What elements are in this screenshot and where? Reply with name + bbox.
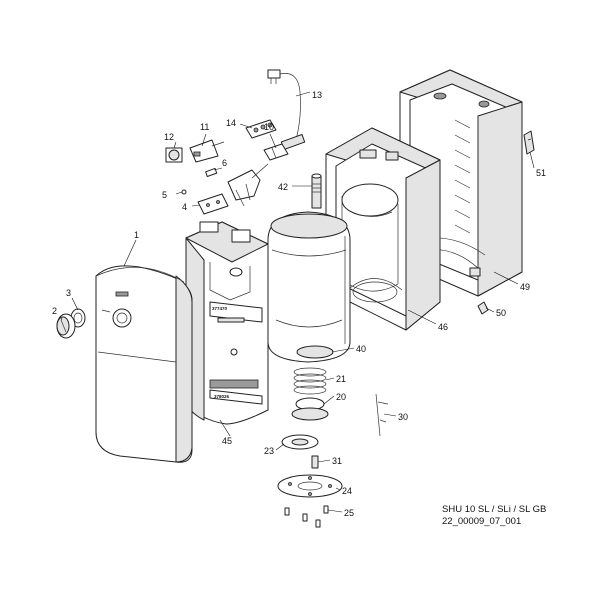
label-2: 2	[52, 306, 57, 316]
chassis-tag-bottom: 378026	[214, 394, 230, 399]
part-12-switch	[165, 147, 183, 163]
label-10: 10	[264, 122, 274, 132]
part-4-wiring-bracket	[197, 193, 229, 215]
label-5: 5	[162, 190, 167, 200]
label-14: 14	[226, 118, 236, 128]
drawing-caption: SHU 10 SL / SLi / SL GB 22_00009_07_001	[442, 504, 546, 527]
label-49: 49	[520, 282, 530, 292]
part-42-pipe-fitting	[311, 173, 322, 209]
caption-drawing-number: 22_00009_07_001	[442, 516, 521, 527]
label-31: 31	[332, 456, 342, 466]
caption-model: SHU 10 SL / SLi / SL GB	[442, 504, 546, 515]
part-30-probe-rod	[375, 393, 389, 437]
label-40: 40	[356, 344, 366, 354]
label-4: 4	[182, 202, 187, 212]
label-24: 24	[342, 486, 352, 496]
part-40-tank	[267, 211, 351, 363]
label-1: 1	[134, 230, 139, 240]
control-harness	[227, 163, 269, 207]
part-46-insulation-shell	[325, 127, 441, 331]
part-23-gasket	[281, 434, 319, 450]
label-45: 45	[222, 436, 232, 446]
part-6-sensor-clip	[205, 167, 218, 178]
part-14-terminal-block	[245, 119, 277, 139]
chassis-tag-top: 377470	[212, 306, 228, 311]
label-46: 46	[438, 322, 448, 332]
part-5-screw	[181, 189, 187, 195]
part-labels: 13 14 10 11 12 6 5 4 42 51 49 50 46 40 2…	[52, 90, 546, 518]
part-10-cable-clamp	[263, 143, 289, 161]
label-30: 30	[398, 412, 408, 422]
label-50: 50	[496, 308, 506, 318]
label-3: 3	[66, 288, 71, 298]
label-23: 23	[264, 446, 274, 456]
part-25-screws	[284, 505, 329, 528]
part-50-fixing-clip	[477, 301, 489, 315]
part-24-flange-plate	[277, 474, 343, 498]
label-6: 6	[222, 158, 227, 168]
part-21-heating-coil	[293, 367, 327, 395]
part-1-front-cover	[95, 265, 193, 463]
label-11: 11	[200, 122, 209, 132]
part-51-bracket	[523, 130, 535, 155]
part-13-power-cord	[267, 69, 306, 151]
part-2-knob	[56, 313, 76, 339]
label-20: 20	[336, 392, 346, 402]
label-21: 21	[336, 374, 346, 384]
part-20-element-flange	[291, 397, 329, 421]
part-11-thermostat	[189, 139, 225, 163]
label-12: 12	[164, 132, 174, 142]
part-45-front-chassis: 377470 378026	[185, 221, 269, 425]
label-51: 51	[536, 168, 546, 178]
label-13: 13	[312, 90, 322, 100]
part-31-anode	[311, 455, 319, 469]
leader-lines	[59, 91, 535, 513]
label-42: 42	[278, 182, 288, 192]
label-25: 25	[344, 508, 354, 518]
